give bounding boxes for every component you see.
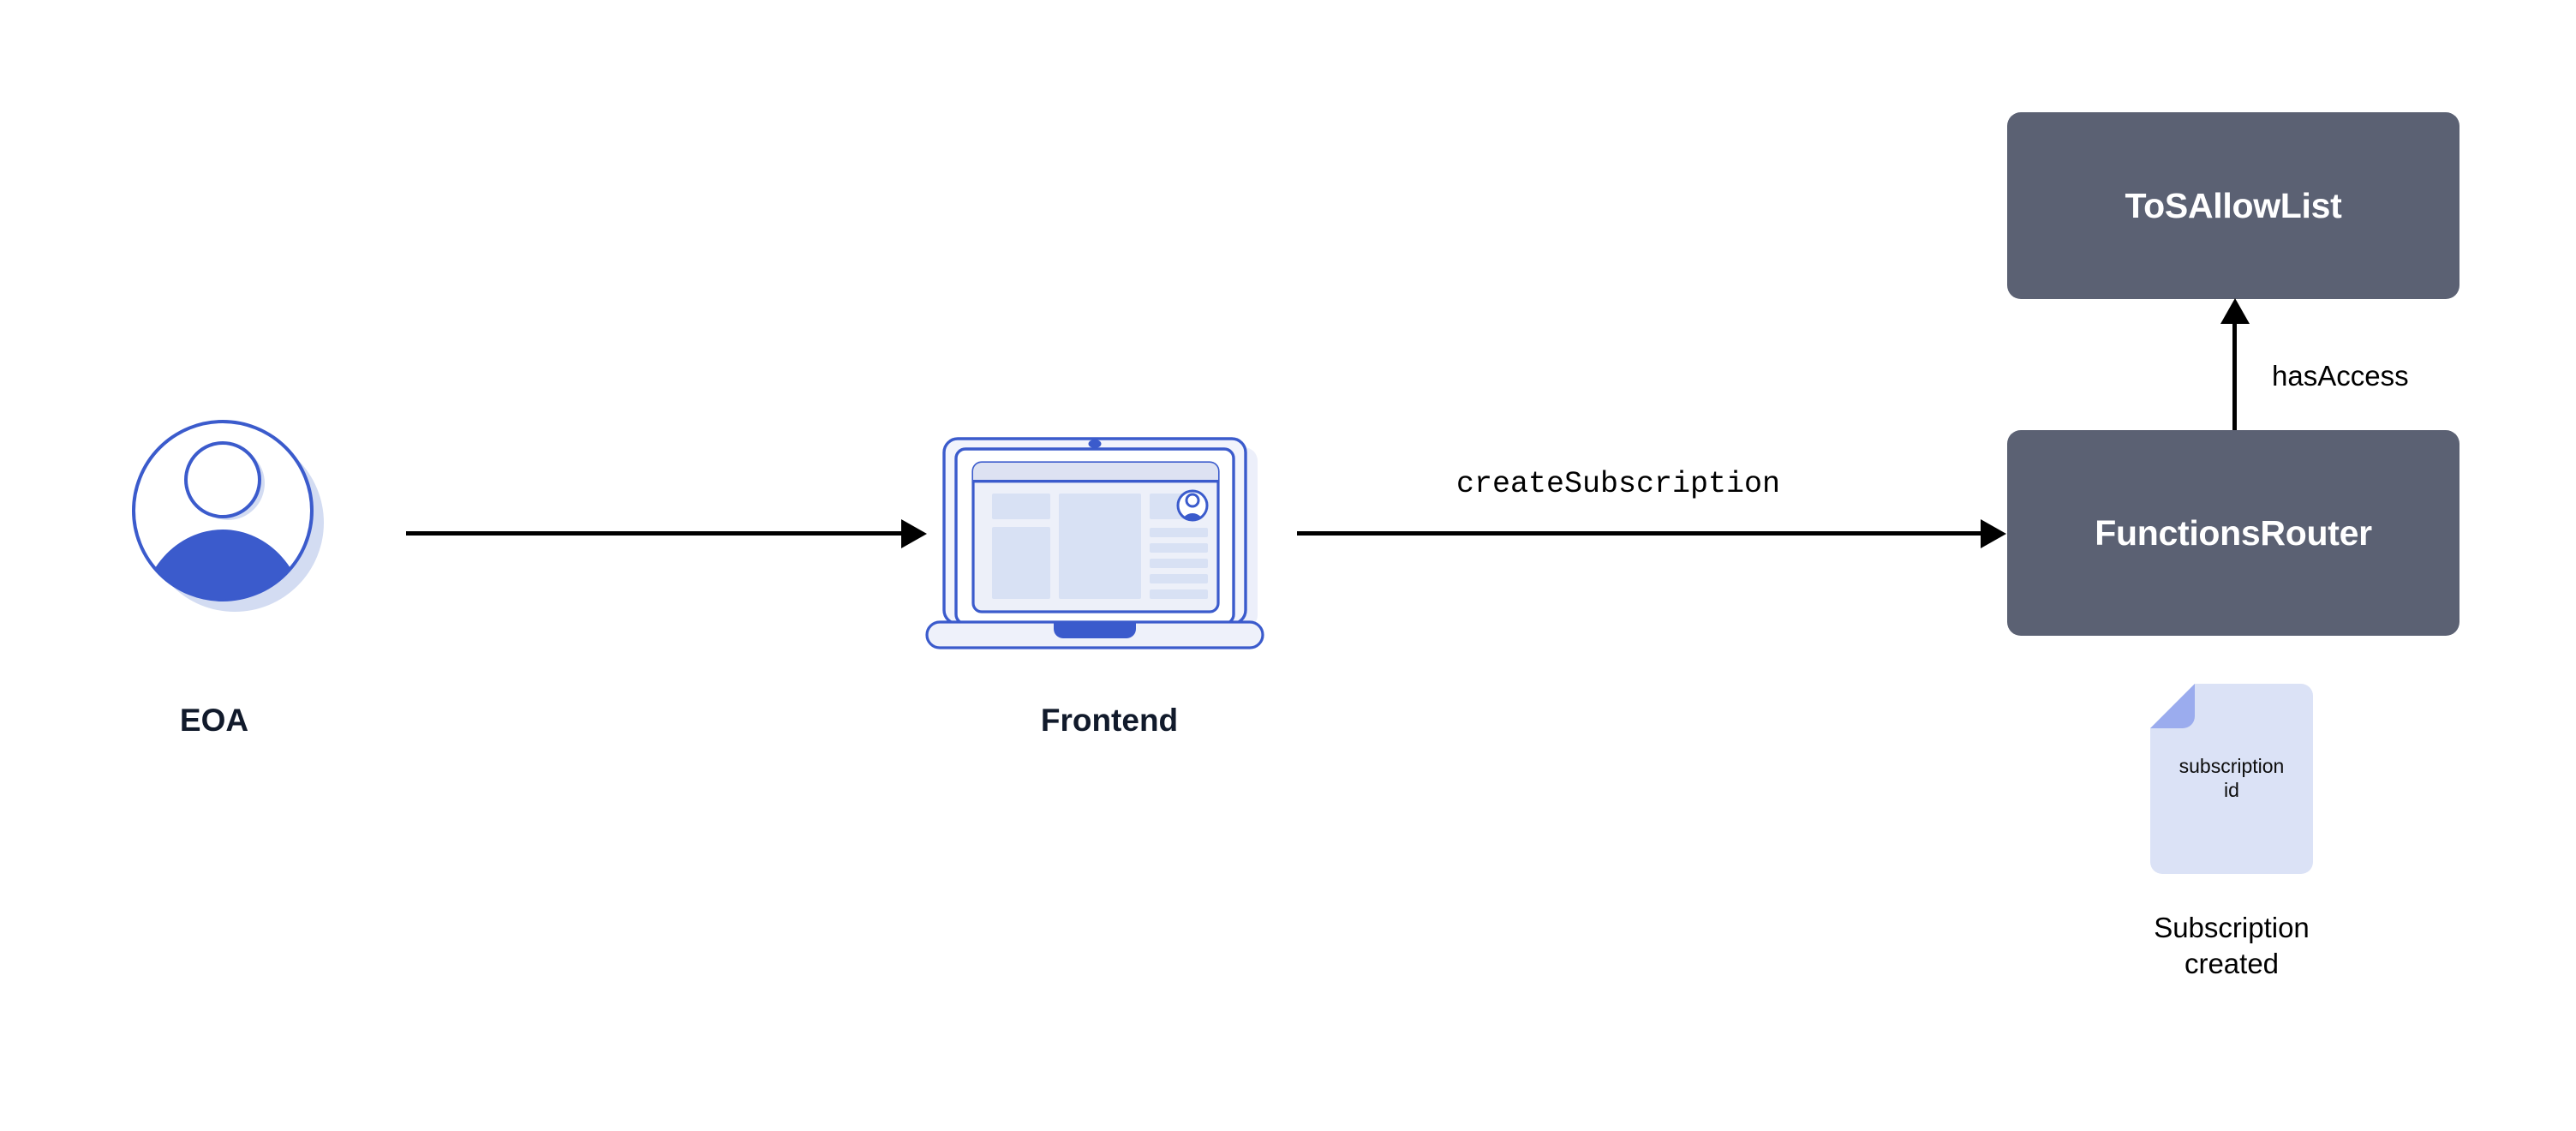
artifact-subscription-caption: Subscription created bbox=[2065, 910, 2399, 981]
node-eoa-label: EOA bbox=[179, 703, 249, 738]
edge-frontend-to-router-line bbox=[1297, 531, 1982, 536]
edge-eoa-to-frontend-arrowhead bbox=[901, 519, 927, 548]
edge-frontend-to-router-label: createSubscription bbox=[1456, 467, 1781, 501]
node-tos-allow-list-label: ToSAllowList bbox=[2125, 185, 2342, 225]
edge-frontend-to-router bbox=[1297, 518, 2008, 549]
user-avatar-icon bbox=[132, 420, 324, 612]
edge-eoa-to-frontend-line bbox=[406, 531, 903, 536]
node-functions-router[interactable]: FunctionsRouter bbox=[2007, 430, 2459, 636]
laptop-icon bbox=[925, 437, 1264, 649]
edge-router-to-allowlist-arrowhead bbox=[2220, 298, 2250, 324]
edge-eoa-to-frontend bbox=[406, 518, 929, 549]
node-frontend[interactable] bbox=[925, 427, 1294, 667]
artifact-subscription-caption-line-2: created bbox=[2184, 947, 2280, 979]
edge-router-to-allowlist bbox=[2218, 298, 2252, 431]
screen-avatar-icon bbox=[1176, 489, 1209, 522]
node-functions-router-label: FunctionsRouter bbox=[2095, 512, 2372, 553]
edge-router-to-allowlist-label: hasAccess bbox=[2272, 360, 2409, 392]
node-tos-allow-list[interactable]: ToSAllowList bbox=[2007, 112, 2459, 299]
document-icon-text-line-2: id bbox=[2224, 779, 2239, 802]
document-icon-text: subscription id bbox=[2150, 754, 2313, 802]
document-icon-text-line-1: subscription bbox=[2179, 755, 2285, 777]
node-frontend-label: Frontend bbox=[1040, 703, 1179, 738]
edge-router-to-allowlist-line bbox=[2232, 322, 2237, 431]
artifact-subscription-caption-line-1: Subscription bbox=[2154, 912, 2310, 943]
node-eoa[interactable] bbox=[120, 410, 324, 612]
artifact-subscription-document[interactable]: subscription id bbox=[2150, 684, 2313, 874]
document-icon bbox=[2150, 684, 2313, 874]
edge-frontend-to-router-arrowhead bbox=[1981, 519, 2006, 548]
